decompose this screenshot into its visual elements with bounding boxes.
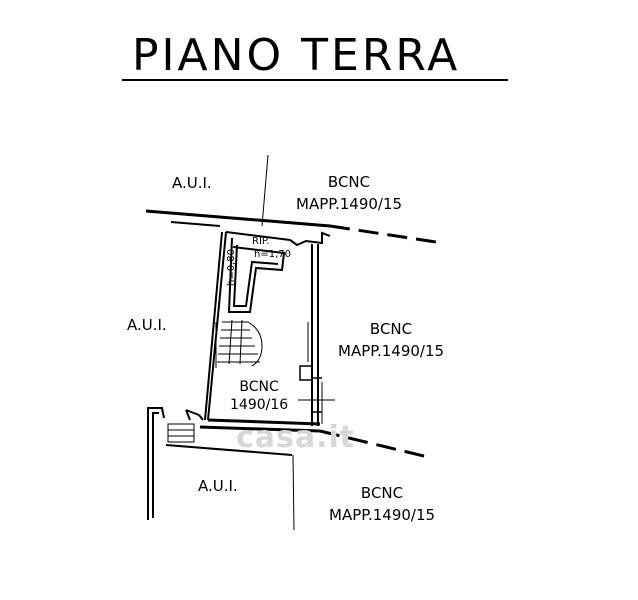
bcnc-unit-line1: BCNC (239, 379, 279, 395)
bcnc-bottom-line2: MAPP.1490/15 (329, 506, 436, 524)
bcnc-unit-line2: 1490/16 (230, 397, 289, 413)
storage-room (227, 237, 286, 313)
stairs (215, 319, 263, 368)
bottom-boundary (165, 425, 433, 460)
label-aui-top: A.U.I. (172, 174, 212, 192)
bcnc-top-line2: MAPP.1490/15 (296, 195, 403, 213)
unit-walls (204, 231, 335, 426)
label-bcnc-unit: BCNC 1490/16 (230, 378, 288, 414)
label-bcnc-right: BCNC MAPP.1490/15 (338, 318, 444, 362)
label-h080: h=0,80 (226, 249, 237, 286)
bcnc-right-line2: MAPP.1490/15 (338, 342, 445, 360)
label-rip: RIP. (252, 236, 270, 247)
bcnc-top-line1: BCNC (327, 173, 371, 191)
label-aui-bottom: A.U.I. (198, 477, 238, 495)
lower-left-structure (147, 407, 204, 520)
label-bcnc-bottom: BCNC MAPP.1490/15 (329, 482, 435, 526)
bcnc-bottom-line1: BCNC (360, 484, 404, 502)
label-bcnc-top: BCNC MAPP.1490/15 (296, 171, 402, 215)
page-title: PIANO TERRA (132, 30, 461, 81)
watermark-logo: casa.it (236, 420, 356, 455)
top-boundary (145, 209, 437, 244)
label-aui-left: A.U.I. (127, 316, 167, 334)
bcnc-right-line1: BCNC (369, 320, 413, 338)
label-h170: h=1,70 (254, 249, 291, 260)
